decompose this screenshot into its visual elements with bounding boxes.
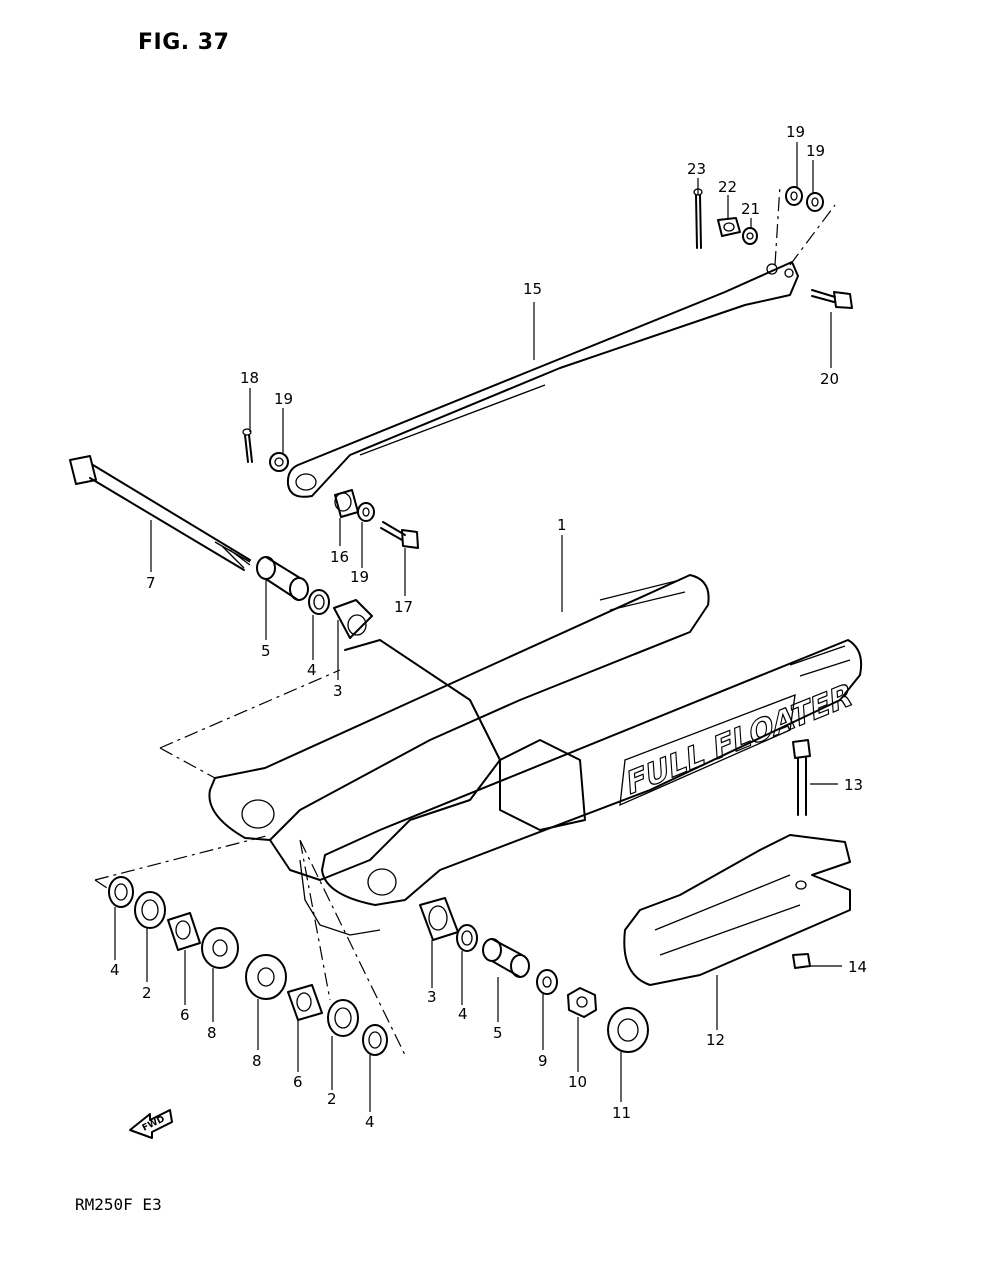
callout-18: 18 — [240, 369, 259, 387]
seal-4-lower-right — [362, 1024, 388, 1056]
collar-5-left — [256, 556, 309, 601]
washer-9 — [536, 969, 558, 995]
nut-14 — [792, 953, 811, 969]
callout-10: 10 — [568, 1073, 587, 1091]
model-code: RM250F E3 — [75, 1195, 162, 1214]
spacer-2-right — [327, 999, 359, 1037]
callout-9: 9 — [538, 1052, 548, 1070]
collar-6-right — [287, 984, 323, 1021]
callout-19: 19 — [350, 568, 369, 586]
callout-12: 12 — [706, 1031, 725, 1049]
callout-8: 8 — [207, 1024, 217, 1042]
callout-4: 4 — [110, 961, 120, 979]
callout-4: 4 — [458, 1005, 468, 1023]
seal-4-right — [456, 924, 478, 952]
washer-19-mid — [357, 502, 375, 522]
callout-14: 14 — [848, 958, 867, 976]
washer-19-left — [269, 452, 289, 472]
full-floater-decal: FULL FLOATER — [619, 675, 853, 807]
callout-2: 2 — [142, 984, 152, 1002]
callout-19: 19 — [786, 123, 805, 141]
callout-6: 6 — [180, 1006, 190, 1024]
pivot-shaft-7 — [69, 455, 251, 571]
callout-23: 23 — [687, 160, 706, 178]
spacer-2-left — [134, 891, 166, 929]
callout-6: 6 — [293, 1073, 303, 1091]
collar-5-right — [482, 938, 530, 978]
bolt-13 — [792, 739, 811, 816]
seal-4-lower-left — [108, 876, 134, 908]
washer-8-right — [245, 954, 287, 1000]
callout-8: 8 — [252, 1052, 262, 1070]
figure-title: FIG. 37 — [138, 30, 230, 55]
callout-5: 5 — [261, 642, 271, 660]
washer-21 — [742, 227, 758, 245]
callout-4: 4 — [307, 661, 317, 679]
chain-guide-12 — [623, 834, 851, 986]
fwd-arrow: FWD — [129, 1109, 173, 1139]
callout-21: 21 — [741, 200, 760, 218]
callout-3: 3 — [427, 988, 437, 1006]
callout-19: 19 — [274, 390, 293, 408]
callout-19: 19 — [806, 142, 825, 160]
swingarm-1: FULL FLOATER — [94, 574, 863, 1056]
washers-19-upper — [785, 186, 824, 212]
callout-3: 3 — [333, 682, 343, 700]
leader-lines — [114, 142, 842, 1112]
cushion-rod-15 — [286, 184, 836, 498]
collar-6-left — [167, 912, 201, 951]
callout-1: 1 — [557, 516, 567, 534]
bolt-17 — [380, 521, 419, 549]
seal-4-upper — [308, 589, 330, 615]
cotter-pin-23 — [693, 188, 703, 249]
callout-4: 4 — [365, 1113, 375, 1131]
bearing-3-upper — [333, 599, 373, 639]
washer-8-left — [201, 927, 239, 969]
callout-17: 17 — [394, 598, 413, 616]
nut-11 — [607, 1007, 649, 1053]
callout-22: 22 — [718, 178, 737, 196]
callout-labels: 1 2 2 3 3 4 4 4 4 5 5 6 6 7 8 8 9 10 11 … — [110, 123, 867, 1131]
callout-15: 15 — [523, 280, 542, 298]
spacer-16 — [334, 489, 359, 518]
callout-16: 16 — [330, 548, 349, 566]
callout-5: 5 — [493, 1024, 503, 1042]
nut-10 — [567, 987, 597, 1018]
callout-20: 20 — [820, 370, 839, 388]
bearing-3-lower — [419, 897, 459, 941]
callout-11: 11 — [612, 1104, 631, 1122]
callout-7: 7 — [146, 574, 156, 592]
cotter-pin-18 — [242, 428, 253, 463]
bolt-20 — [811, 289, 853, 309]
callout-13: 13 — [844, 776, 863, 794]
nut-22 — [717, 217, 741, 237]
callout-2: 2 — [327, 1090, 337, 1108]
